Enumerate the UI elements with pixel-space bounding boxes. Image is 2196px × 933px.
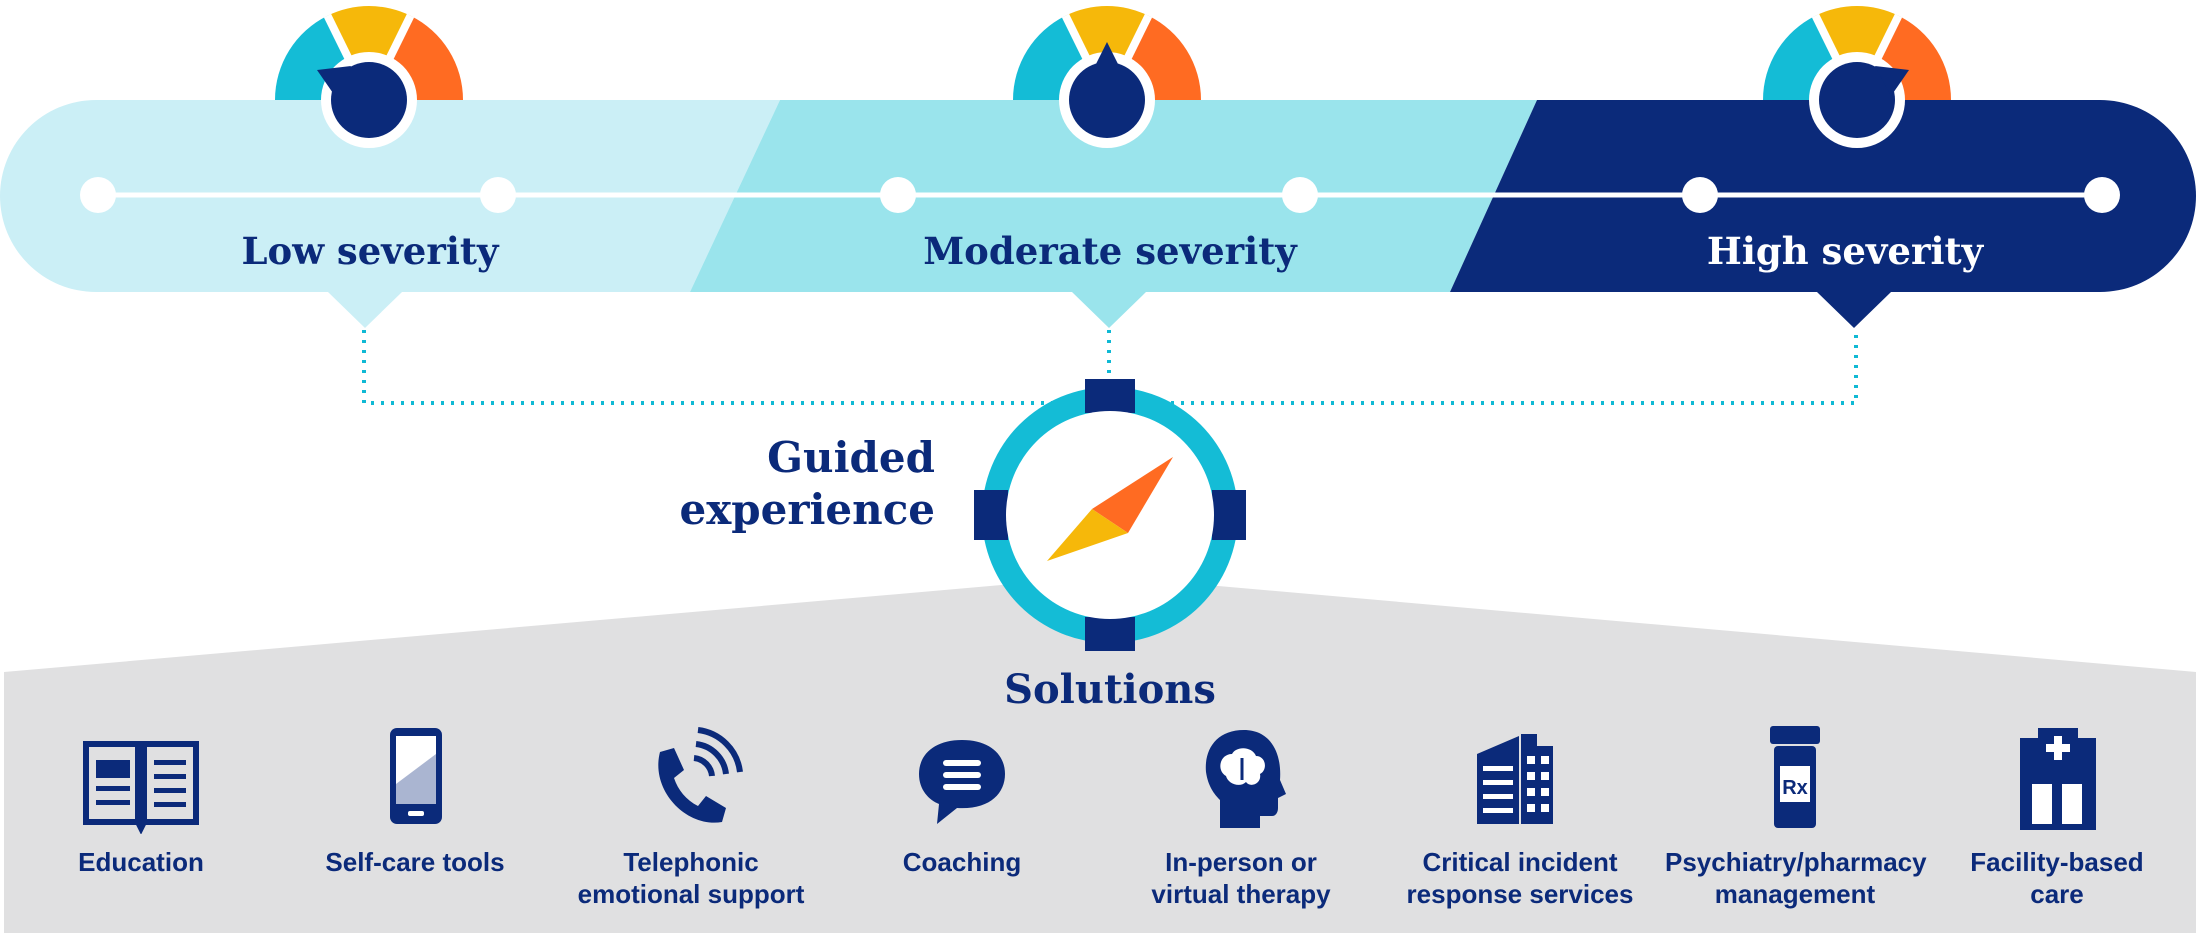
solutions-panel (4, 576, 2196, 933)
scale-node (2084, 177, 2120, 213)
dotted-connector (362, 330, 1858, 405)
high-pointer-notch (1817, 292, 1891, 328)
smartphone-icon (390, 728, 442, 824)
chat-bubble-icon (919, 740, 1005, 824)
scale-node (880, 177, 916, 213)
scale-node (80, 177, 116, 213)
moderate-pointer-notch (1072, 292, 1146, 328)
book-icon (83, 741, 199, 834)
high-severity-label: High severity (1706, 229, 1984, 273)
scale-node (1282, 177, 1318, 213)
scale-node (1682, 177, 1718, 213)
solution-education: Education (11, 724, 271, 878)
guided-line-2: experience (679, 485, 936, 534)
phone-icon (658, 727, 743, 823)
gauge-moderate-icon (1013, 6, 1201, 148)
solution-coaching: Coaching (832, 724, 1092, 878)
solution-label: Coaching (902, 847, 1022, 877)
low-pointer-notch (328, 292, 402, 328)
low-severity-label: Low severity (241, 229, 499, 273)
guided-experience-label: Guided experience (560, 432, 936, 536)
gauge-low-icon (275, 6, 463, 148)
solution-self-care-tools: Self-care tools (285, 724, 545, 878)
buildings-icon (1477, 734, 1553, 824)
hospital-icon (2020, 728, 2096, 830)
solutions-title: Solutions (1004, 666, 1216, 713)
gauge-high-icon (1763, 6, 1951, 148)
pill-bottle-icon: Rx (1770, 726, 1820, 828)
svg-text:Rx: Rx (1782, 777, 1808, 799)
compass-icon (974, 379, 1246, 651)
solution-label: Self-care tools (325, 847, 505, 877)
moderate-severity-label: Moderate severity (923, 229, 1297, 273)
guided-line-1: Guided (767, 433, 935, 482)
severity-band (0, 100, 2196, 328)
solution-label: Education (78, 847, 204, 877)
scale-node (480, 177, 516, 213)
head-brain-icon (1205, 730, 1286, 828)
